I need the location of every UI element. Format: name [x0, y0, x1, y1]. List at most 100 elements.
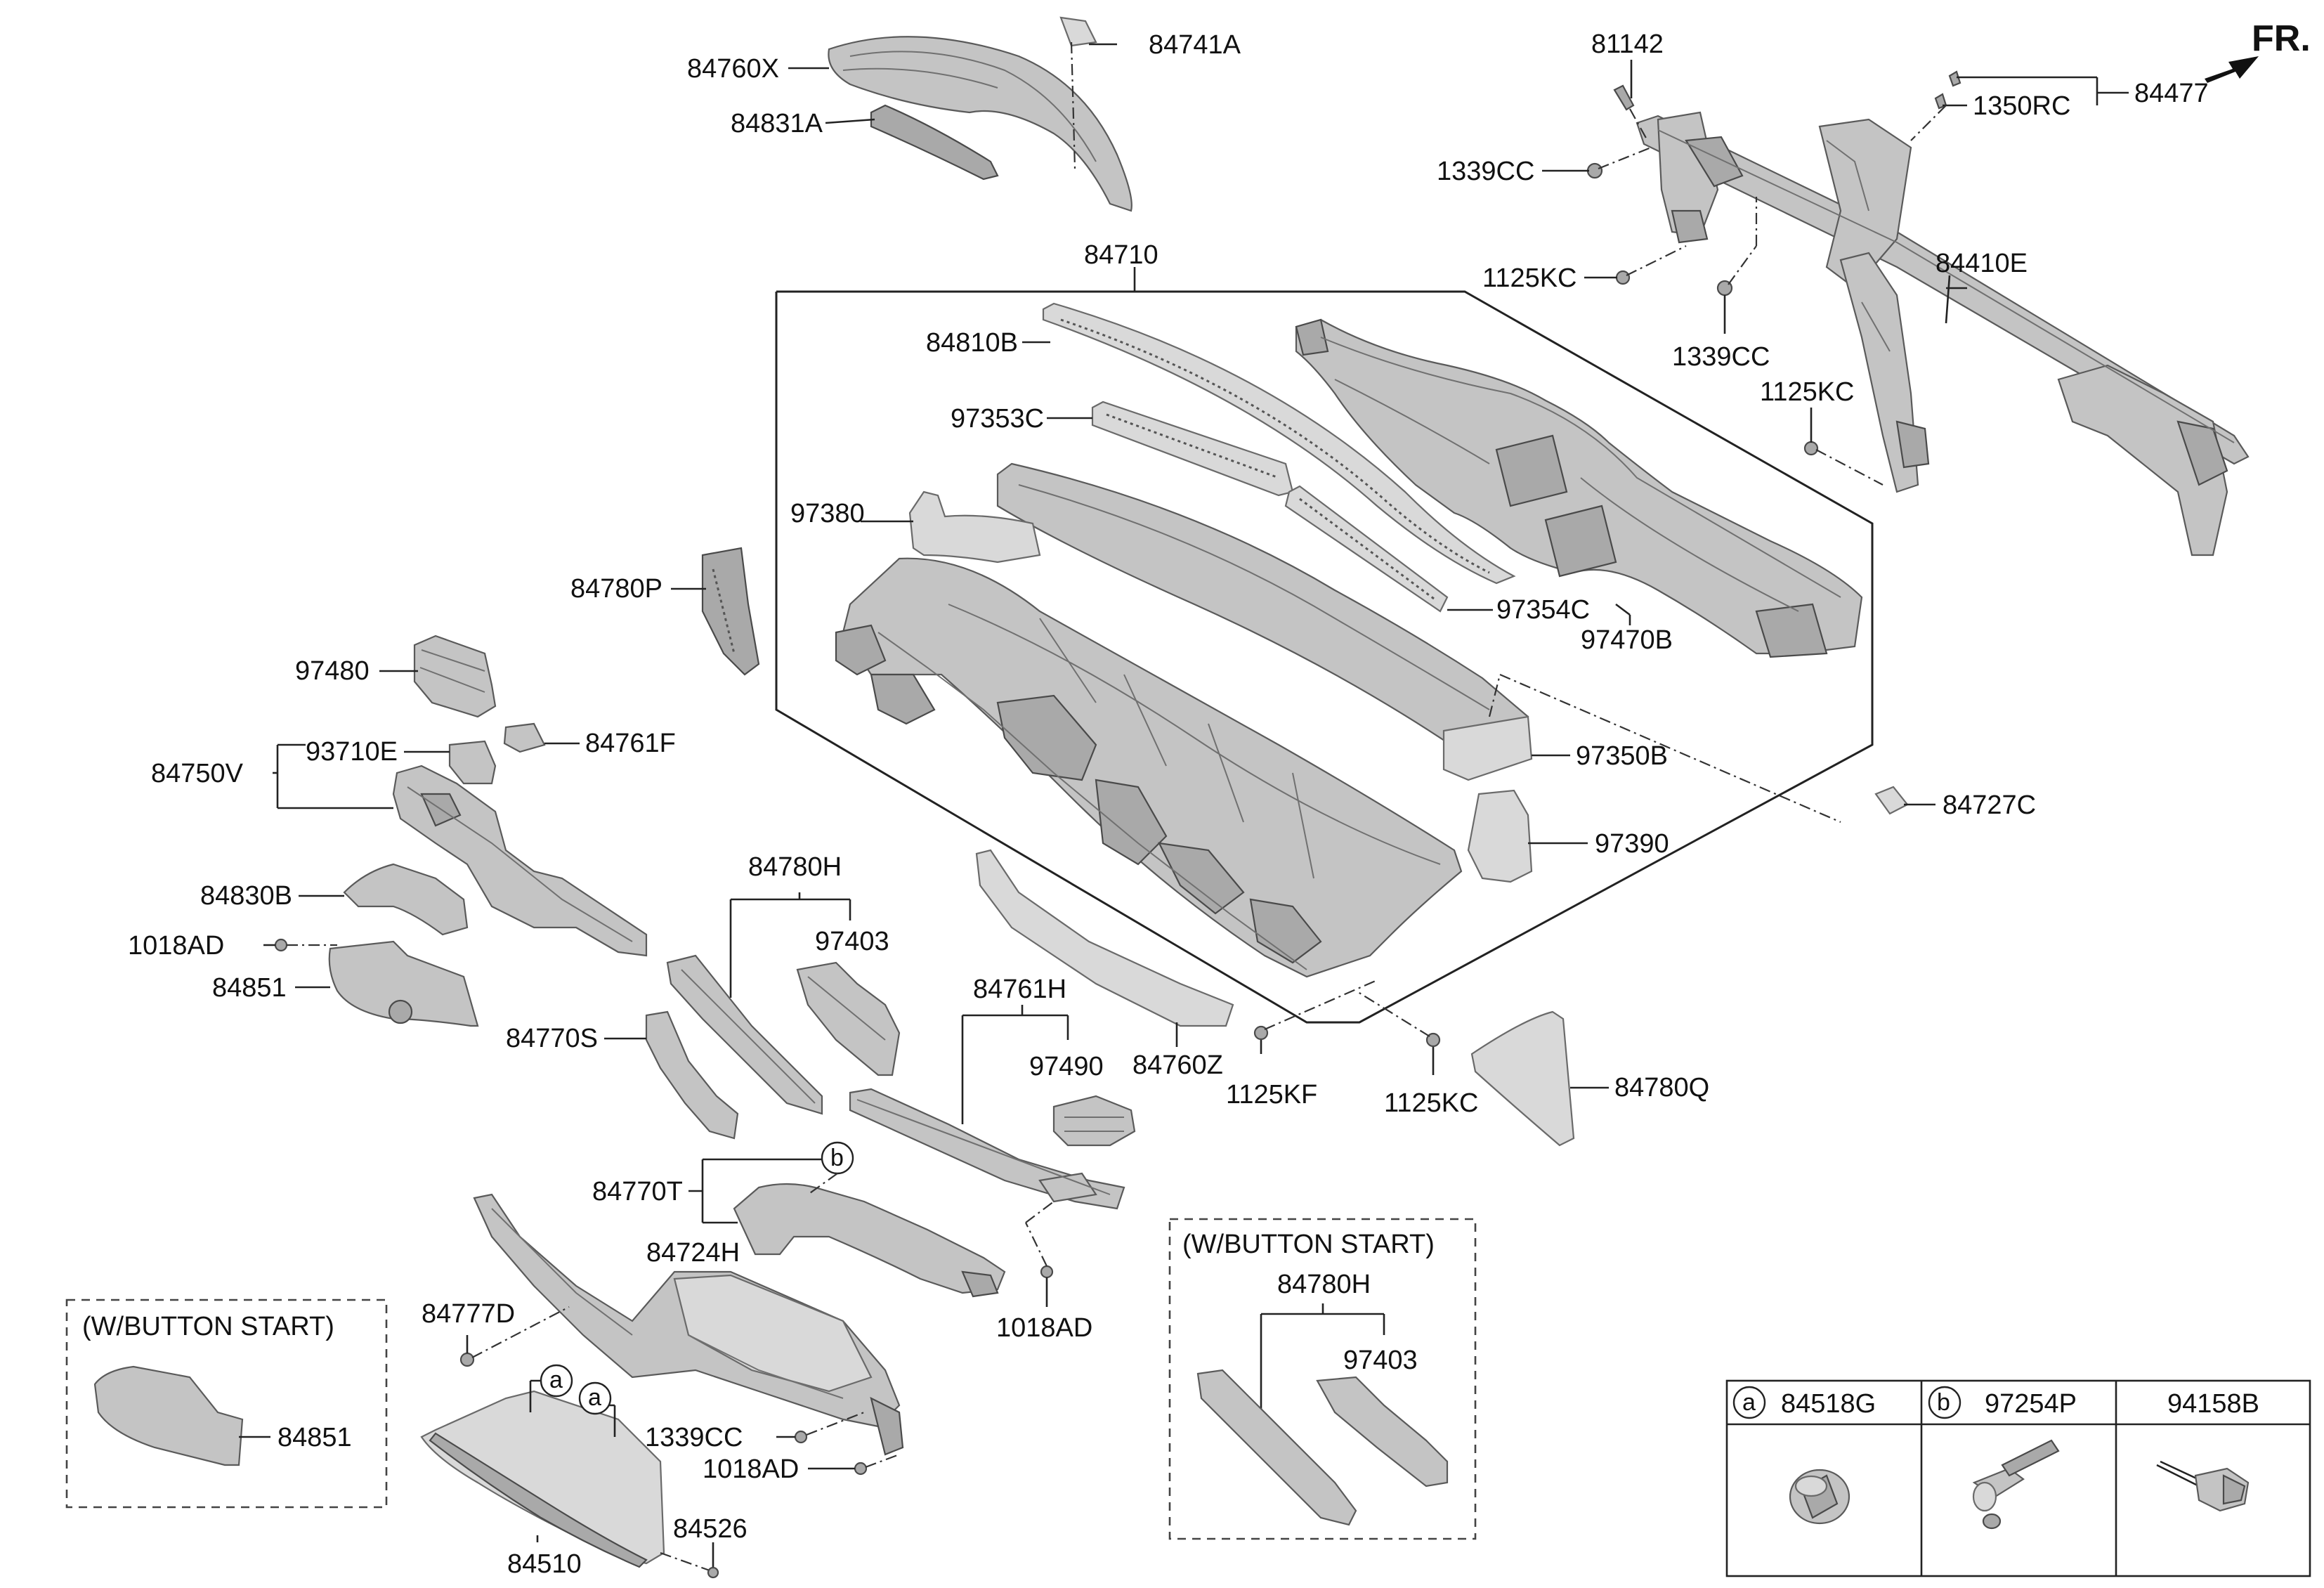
callout-84851-alt: 84851 — [278, 1423, 352, 1452]
cowl-crossbar-84410E — [1636, 111, 2250, 557]
callout-1125KC-upper: 1125KC — [1482, 263, 1577, 293]
switch-84761F — [503, 722, 546, 753]
callout-84724H: 84724H — [646, 1238, 740, 1268]
fastener-legend-table: a 84518G b 97254P 94158B — [1725, 1379, 2311, 1577]
side-cover-84780Q — [1470, 1010, 1575, 1147]
callout-84770T: 84770T — [592, 1177, 683, 1206]
crash-pad-main-body — [842, 557, 1463, 978]
crash-pad-upper-cover — [828, 36, 1132, 212]
bolt-84477-icon — [1948, 70, 1961, 87]
callout-1350RC: 1350RC — [1973, 91, 2070, 121]
callout-84761H: 84761H — [973, 975, 1066, 1004]
legend-marker-b-text: b — [1937, 1389, 1950, 1416]
callout-1018AD-left: 1018AD — [128, 931, 224, 961]
center-panel-84780H-alt — [1196, 1369, 1357, 1526]
marker-a-text-2: a — [588, 1384, 601, 1411]
switch-97480 — [413, 634, 497, 718]
callout-97353C: 97353C — [951, 404, 1044, 434]
callout-97480: 97480 — [295, 656, 370, 686]
callout-84526: 84526 — [673, 1514, 748, 1544]
switch-97403 — [796, 961, 901, 1076]
legend-marker-b — [1928, 1386, 1961, 1419]
callout-84761F: 84761F — [585, 729, 676, 758]
steering-column-cover-84851-alt — [93, 1365, 244, 1466]
legend-part-97254P: 97254P — [1985, 1389, 2077, 1419]
callout-1339CC-middle: 1339CC — [1672, 342, 1770, 372]
callout-84760X: 84760X — [687, 54, 779, 84]
clip-94158B-icon — [2156, 1460, 2250, 1512]
glove-box-84510 — [420, 1390, 665, 1565]
front-arrow-icon — [2205, 56, 2259, 83]
switch-97403-alt — [1316, 1376, 1449, 1488]
garnish-84831A — [870, 104, 999, 181]
legend-marker-a-text: a — [1742, 1389, 1756, 1416]
switch-93710E — [448, 740, 497, 785]
marker-a-text-1: a — [549, 1367, 563, 1393]
side-cover-84741A — [1059, 16, 1097, 47]
bracket-97350B — [1442, 715, 1533, 781]
defroster-grille-84810B — [1042, 302, 1516, 585]
callout-97354C: 97354C — [1496, 595, 1590, 625]
callout-84780H-main: 84780H — [748, 852, 842, 882]
legend-marker-a — [1732, 1386, 1766, 1419]
callout-84851-main: 84851 — [212, 973, 287, 1003]
lower-panel-84770S — [645, 1010, 739, 1140]
callout-84780Q: 84780Q — [1614, 1073, 1709, 1102]
clip-97254P-icon — [1972, 1439, 2060, 1530]
side-vent-duct-97390 — [1467, 789, 1533, 883]
callout-1339CC-upper: 1339CC — [1437, 157, 1534, 186]
callout-93710E: 93710E — [306, 737, 398, 767]
clip-84727C — [1874, 786, 1909, 815]
switch-97490 — [1052, 1095, 1136, 1147]
legend-part-94158B: 94158B — [2167, 1389, 2259, 1419]
callout-84810B: 84810B — [926, 328, 1018, 358]
callout-81142: 81142 — [1591, 30, 1664, 59]
lower-panel-84770T — [733, 1183, 1006, 1294]
marker-b-text: b — [830, 1145, 844, 1171]
callout-1018AD-lower: 1018AD — [703, 1454, 799, 1484]
option-box-right-title: (W/BUTTON START) — [1182, 1230, 1435, 1259]
callout-84477: 84477 — [2134, 79, 2209, 108]
cover-84830B — [343, 863, 469, 936]
callout-labels: 84760X 84741A 84831A 84710 84810B 97353C… — [128, 30, 2209, 1579]
callout-97390: 97390 — [1595, 829, 1669, 859]
front-label: FR. — [2252, 18, 2311, 59]
callout-84741A: 84741A — [1149, 30, 1241, 60]
callout-84727C: 84727C — [1943, 790, 2036, 820]
callout-1125KC-right: 1125KC — [1760, 377, 1855, 407]
callout-97490: 97490 — [1029, 1052, 1104, 1081]
option-box-left — [65, 1299, 388, 1509]
option-box-right — [1168, 1218, 1477, 1540]
front-direction-indicator: FR. — [2205, 18, 2311, 83]
callout-84777D: 84777D — [422, 1299, 515, 1329]
callout-84410E: 84410E — [1935, 249, 2028, 278]
callout-84760Z: 84760Z — [1132, 1050, 1223, 1080]
clip-84518G-icon — [1789, 1469, 1850, 1525]
callout-84770S: 84770S — [506, 1024, 598, 1053]
callout-84510: 84510 — [507, 1549, 582, 1579]
callout-84750V: 84750V — [151, 759, 244, 788]
option-box-left-title: (W/BUTTON START) — [82, 1312, 334, 1341]
callout-84710: 84710 — [1084, 240, 1158, 270]
callout-97470B: 97470B — [1581, 625, 1673, 655]
callout-1125KC-center: 1125KC — [1384, 1088, 1479, 1118]
callout-84780H-alt: 84780H — [1277, 1270, 1371, 1299]
callout-1339CC-lower: 1339CC — [645, 1423, 743, 1452]
callout-84831A: 84831A — [731, 109, 823, 138]
callout-84830B: 84830B — [200, 881, 292, 911]
marker-a-circle-2 — [578, 1381, 612, 1415]
callout-97380: 97380 — [790, 499, 865, 528]
callout-1125KF: 1125KF — [1226, 1080, 1317, 1109]
marker-a-circle-1 — [540, 1364, 573, 1398]
side-vent-duct-97380 — [908, 490, 1041, 564]
callout-84780P: 84780P — [570, 574, 662, 604]
callout-97403-main: 97403 — [815, 927, 889, 956]
callout-97403-alt: 97403 — [1343, 1346, 1418, 1375]
assembly-frame-84710 — [775, 290, 1874, 1024]
callout-1018AD-center: 1018AD — [996, 1313, 1092, 1343]
garnish-84760Z — [975, 849, 1234, 1027]
steering-column-cover-84851 — [328, 940, 479, 1027]
callout-97350B: 97350B — [1576, 741, 1668, 771]
bolt-81142-icon — [1613, 84, 1635, 111]
